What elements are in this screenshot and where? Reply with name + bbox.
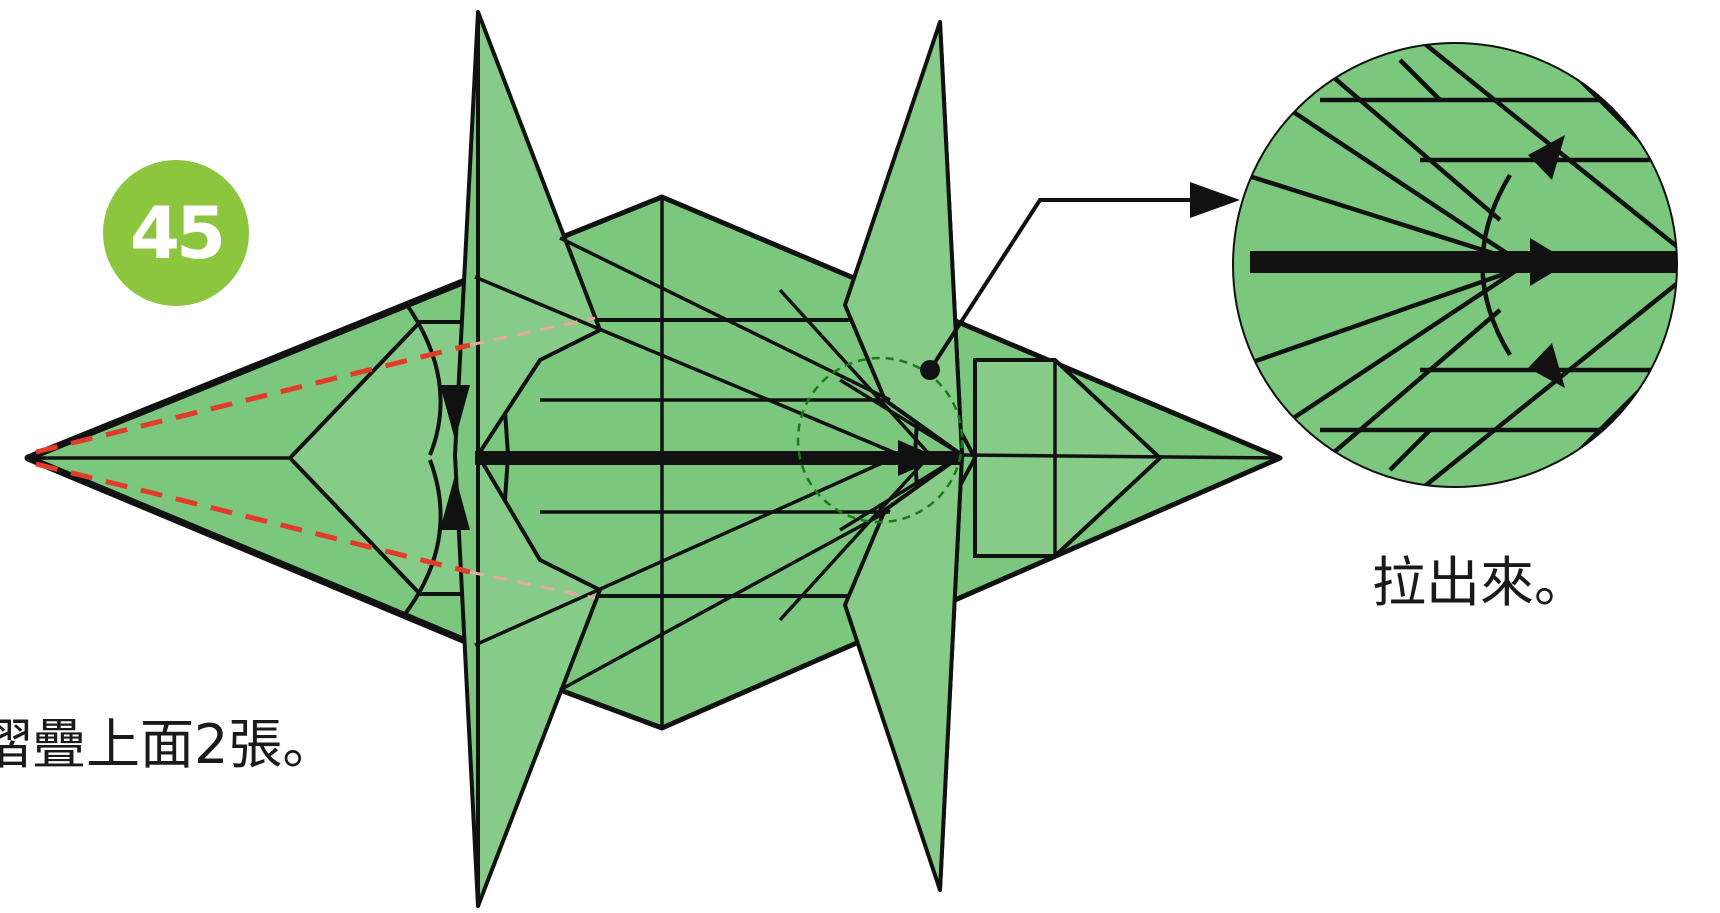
pointer-arrow-head-icon <box>1190 182 1240 218</box>
instruction-fold-top-two: 摺疊上面2張。 <box>0 700 336 779</box>
step-number-badge: 45 <box>103 160 249 306</box>
magnified-detail-circle <box>1230 40 1700 490</box>
instruction-pull-out: 拉出來。 <box>1372 538 1588 617</box>
step-number: 45 <box>130 191 222 275</box>
